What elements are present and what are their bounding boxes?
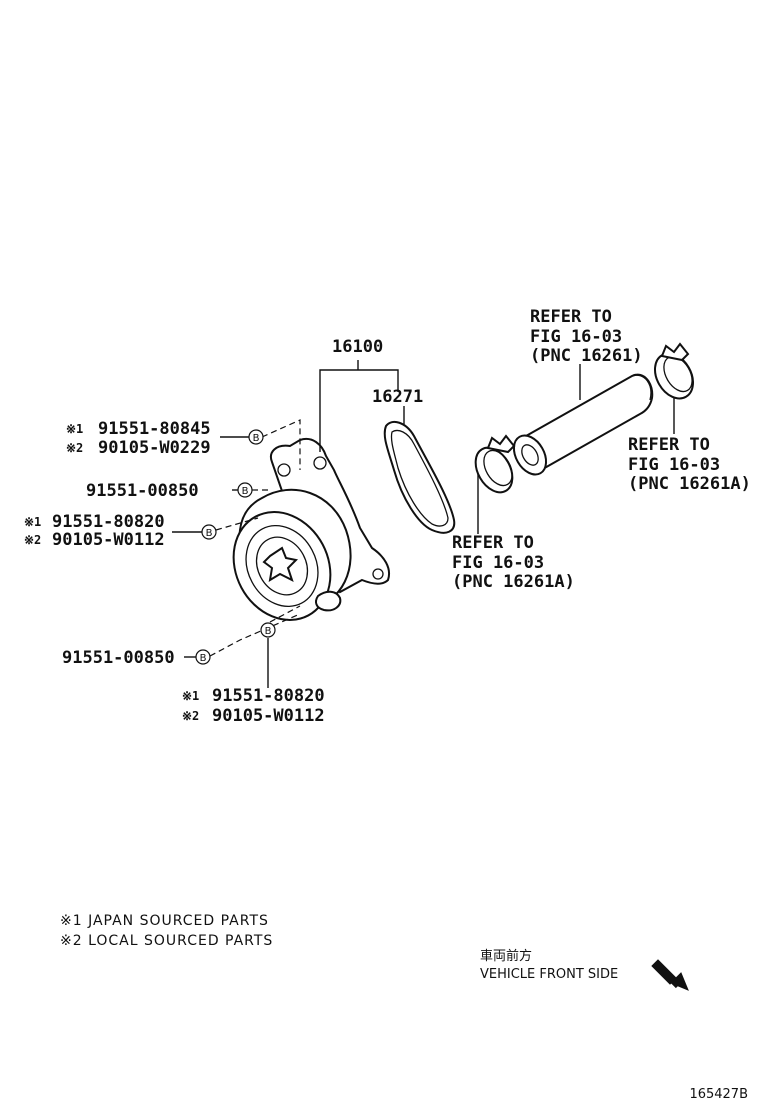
label-16271: 16271 [372,387,423,407]
left-clamp-refer-line1: REFER TO [452,533,534,553]
direction-en: VEHICLE FRONT SIDE [480,967,618,982]
front-direction-arrow-icon [651,959,689,991]
hose-clamp-left [474,434,516,494]
label-bottom-left: 91551-00850 [62,648,175,668]
bolt-marker-2: B [242,486,249,497]
mark-top-left-1: ※1 [66,422,83,436]
hose-clamp-right [654,342,694,400]
hose-refer-line2: FIG 16-03 [530,327,622,347]
water-pump-assembly [232,438,390,621]
mark-bottom-1: ※1 [182,689,199,703]
mark-left-lower-1: ※1 [24,515,41,529]
label-left-lower-2: 90105-W0112 [52,530,165,550]
mark-top-left-2: ※2 [66,441,83,455]
hose-refer-line3: (PNC 16261) [530,346,643,366]
mark-bottom-2: ※2 [182,709,199,723]
bolt-markers: B B B B B [195,429,276,665]
label-bottom-1: 91551-80820 [212,686,325,706]
mark-left-lower-2: ※2 [24,533,41,547]
right-clamp-refer-line3: (PNC 16261A) [628,474,751,494]
label-16100: 16100 [332,337,383,357]
note-local-sourced: ※2 LOCAL SOURCED PARTS [60,933,273,949]
label-left-mid: 91551-00850 [86,481,199,501]
bolt-marker-3: B [206,528,213,539]
label-bottom-2: 90105-W0112 [212,706,325,726]
bolt-marker-1: B [253,433,260,444]
bolt-marker-5: B [265,626,272,637]
direction-jp: 車両前方 [480,948,532,964]
figure-id: 165427B [689,1087,748,1102]
label-top-left-1: 91551-80845 [98,419,211,439]
note-japan-sourced: ※1 JAPAN SOURCED PARTS [60,913,269,929]
right-clamp-refer-line2: FIG 16-03 [628,455,720,475]
water-hose [512,373,654,476]
label-left-lower-1: 91551-80820 [52,512,165,532]
right-clamp-refer-line1: REFER TO [628,435,710,455]
label-top-left-2: 90105-W0229 [98,438,211,458]
gasket-16271 [383,420,456,534]
left-clamp-refer-line3: (PNC 16261A) [452,572,575,592]
hose-refer-line1: REFER TO [530,307,612,327]
leader-lines [172,360,675,688]
left-clamp-refer-line2: FIG 16-03 [452,553,544,573]
bolt-marker-4: B [200,653,207,664]
